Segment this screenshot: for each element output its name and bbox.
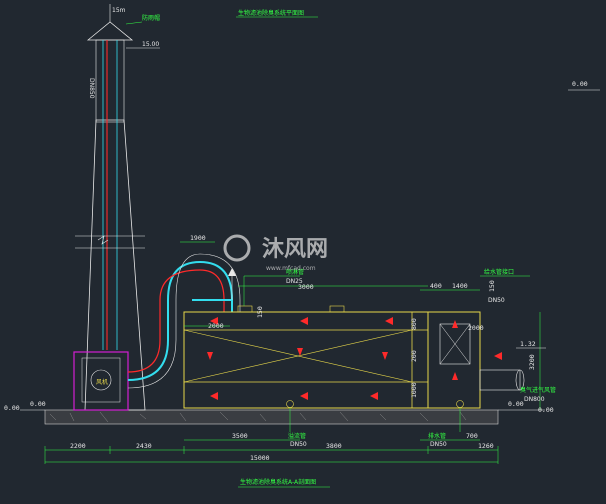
drain-detail: DN50: [430, 441, 447, 448]
spray-detail: DN25: [286, 278, 303, 285]
dim-3800: 3800: [326, 442, 342, 450]
dim-2000: 2000: [208, 322, 224, 330]
dim-700: 700: [466, 432, 478, 440]
drain-label: 排水管: [428, 432, 446, 440]
bottom-dimensions: 3500 700 2200 2430 3800 1260 15000: [44, 432, 499, 464]
dim-400: 400: [430, 282, 442, 290]
connecting-duct: [127, 253, 241, 389]
stack-height-label: 15m: [112, 7, 126, 14]
dim-3200: 3200: [528, 354, 536, 370]
dim-3500: 3500: [232, 432, 248, 440]
dim-800: 800: [410, 318, 418, 330]
duct-inlet-detail: DN800: [524, 396, 545, 403]
elev-right-top: 0.00: [572, 80, 588, 88]
elev-right-ground2: 0.00: [538, 406, 554, 414]
spray-label: 喷淋管: [286, 268, 304, 276]
elev-right-ground: 0.00: [508, 400, 524, 408]
watermark-url: www.mfcad.com: [266, 265, 316, 272]
elev-left: 0.00: [4, 404, 20, 412]
exhaust-stack: 15m DN850: [75, 4, 146, 411]
elev-left-ground: 0.00: [30, 400, 46, 408]
stack-body-label: DN850: [88, 78, 95, 99]
water-inlet-detail: DN50: [488, 297, 505, 304]
dim-15000: 15000: [250, 454, 270, 462]
stack-cap-label: 防雨帽: [142, 14, 160, 22]
annotations: 喷淋管 DN25 3000 400 1400 给水管接口 DN50 150 20…: [184, 268, 556, 448]
dim-3000: 3000: [298, 283, 314, 291]
dim-2000b: 2000: [468, 324, 484, 332]
dim-150: 150: [488, 280, 496, 292]
title-top: 生物滤池除臭系统平面图: [238, 9, 304, 17]
fan-unit: 风机: [73, 351, 129, 411]
stack-top-elev: 15.00: [142, 41, 159, 48]
dim-1260: 1260: [478, 442, 494, 450]
duct-inlet-label: 臭气进气风管: [520, 386, 556, 394]
dim-2200: 2200: [70, 442, 86, 450]
biofilter-tank: [183, 305, 525, 409]
dim-200: 200: [410, 350, 418, 362]
overflow-detail: DN50: [290, 441, 307, 448]
dim-2430: 2430: [136, 442, 152, 450]
elev-right-top2: 1.32: [520, 340, 536, 348]
ground: [20, 409, 545, 425]
overflow-label: 溢流管: [288, 432, 306, 440]
dim-150b: 150: [256, 306, 264, 318]
title-bottom: 生物滤池除臭系统A-A剖面图: [240, 478, 316, 486]
dim-1400: 1400: [452, 282, 468, 290]
dim-1900: 1900: [190, 234, 206, 242]
watermark-brand: 沐风网: [262, 237, 328, 262]
dim-1000: 1000: [410, 382, 418, 398]
fan-label: 风机: [96, 378, 108, 386]
watermark: 沐风网 www.mfcad.com: [223, 234, 328, 272]
water-inlet-label: 给水管接口: [484, 268, 514, 276]
